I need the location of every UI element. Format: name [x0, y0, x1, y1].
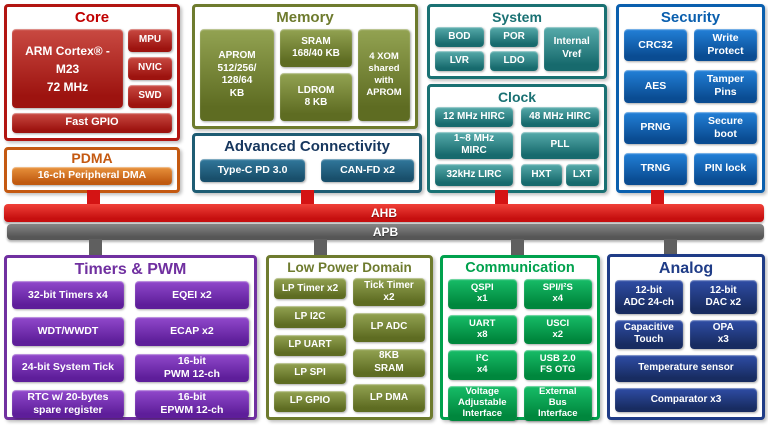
panel-communication: Communication QSPI x1 SPI/I²S x4 UART x8…	[440, 255, 600, 421]
clock-title: Clock	[497, 89, 537, 105]
lirc-box: 32kHz LIRC	[435, 163, 513, 186]
bus-connector-comm	[511, 239, 524, 257]
mpu-box: MPU	[128, 29, 172, 52]
pll-box: PLL	[521, 131, 599, 159]
security-title: Security	[660, 9, 721, 26]
crc32-box: CRC32	[624, 29, 687, 62]
panel-analog: Analog 12-bit ADC 24-ch 12-bit DAC x2 Ca…	[607, 254, 765, 420]
bus-connector-adv	[301, 190, 314, 205]
pdma-box: 16-ch Peripheral DMA	[12, 166, 172, 185]
bus-connector-lpd	[314, 239, 327, 257]
usb-otg-box: USB 2.0 FS OTG	[523, 350, 592, 380]
adc-box: 12-bit ADC 24-ch	[615, 280, 683, 315]
bus-connector-pdma	[87, 190, 100, 205]
core-title: Core	[74, 9, 110, 26]
mirc-box: 1~8 MHz MIRC	[435, 131, 513, 159]
panel-memory: Memory APROM 512/256/ 128/64 KB SRAM 168…	[192, 4, 418, 129]
rtc-box: RTC w/ 20-bytes spare register	[12, 389, 124, 419]
apb-bus: APB	[7, 224, 764, 240]
panel-system: System BOD POR Internal Vref LVR LDO	[427, 4, 607, 79]
panel-pdma: PDMA 16-ch Peripheral DMA	[4, 147, 180, 193]
bod-box: BOD	[435, 26, 484, 47]
hirc48-box: 48 MHz HIRC	[521, 106, 599, 127]
analog-title: Analog	[658, 260, 714, 277]
secure-boot-box: Secure boot	[694, 111, 757, 144]
lxt-box: LXT	[565, 163, 599, 186]
system-title: System	[492, 9, 542, 25]
cpu-box: ARM Cortex® - M23 72 MHz	[12, 29, 123, 108]
fast-gpio-box: Fast GPIO	[12, 113, 172, 133]
trng-box: TRNG	[624, 152, 687, 185]
usci-box: USCI x2	[523, 314, 592, 345]
bus-connector-clock	[495, 190, 508, 205]
panel-advanced-connectivity: Advanced Connectivity Type-C PD 3.0 CAN-…	[192, 133, 422, 193]
panel-low-power-domain: Low Power Domain LP Timer x2 LP I2C LP U…	[266, 255, 433, 420]
swd-box: SWD	[128, 85, 172, 108]
tamper-pins-box: Tamper Pins	[694, 70, 757, 103]
lp-uart-box: LP UART	[274, 334, 346, 356]
cap-touch-box: Capacitive Touch	[615, 320, 683, 349]
temp-sensor-box: Temperature sensor	[615, 354, 757, 382]
panel-timers-pwm: Timers & PWM 32-bit Timers x4 EQEI x2 WD…	[4, 255, 257, 420]
hxt-box: HXT	[521, 163, 562, 186]
bus-connector-analog	[664, 239, 677, 257]
communication-title: Communication	[465, 260, 575, 276]
lp-sram-box: 8KB SRAM	[353, 348, 425, 377]
dac-box: 12-bit DAC x2	[689, 280, 757, 315]
epwm-box: 16-bit EPWM 12-ch	[134, 389, 249, 419]
timers-pwm-title: Timers & PWM	[74, 261, 187, 278]
nvic-box: NVIC	[128, 57, 172, 80]
typec-pd-box: Type-C PD 3.0	[200, 159, 305, 182]
panel-clock: Clock 12 MHz HIRC 48 MHz HIRC 1~8 MHz MI…	[427, 84, 607, 193]
tick-timer-box: Tick Timer x2	[353, 278, 425, 307]
uart-box: UART x8	[448, 314, 517, 345]
aprom-box: APROM 512/256/ 128/64 KB	[200, 29, 274, 121]
advanced-connectivity-title: Advanced Connectivity	[224, 138, 390, 155]
panel-core: Core ARM Cortex® - M23 72 MHz MPU NVIC S…	[4, 4, 180, 141]
pwm-box: 16-bit PWM 12-ch	[134, 353, 249, 382]
lp-dma-box: LP DMA	[353, 383, 425, 412]
lp-spi-box: LP SPI	[274, 362, 346, 384]
low-power-domain-title: Low Power Domain	[287, 260, 412, 275]
lp-gpio-box: LP GPIO	[274, 390, 346, 412]
eqei-box: EQEI x2	[134, 281, 249, 310]
i2c-box: I²C x4	[448, 350, 517, 380]
pin-lock-box: PIN lock	[694, 152, 757, 185]
bus-connector-timers	[89, 239, 102, 257]
spi-i2s-box: SPI/I²S x4	[523, 279, 592, 309]
timers32-box: 32-bit Timers x4	[12, 281, 124, 310]
write-protect-box: Write Protect	[694, 29, 757, 62]
bus-connector-security	[651, 190, 664, 205]
ldrom-box: LDROM 8 KB	[280, 73, 352, 121]
por-box: POR	[489, 26, 539, 47]
prng-box: PRNG	[624, 111, 687, 144]
sram-box: SRAM 168/40 KB	[280, 29, 352, 67]
panel-security: Security CRC32 Write Protect AES Tamper …	[616, 4, 765, 193]
hirc12-box: 12 MHz HIRC	[435, 106, 513, 127]
voltage-adj-box: Voltage Adjustable Interface	[448, 385, 517, 421]
internal-vref-box: Internal Vref	[544, 26, 599, 71]
systick-box: 24-bit System Tick	[12, 353, 124, 382]
lp-adc-box: LP ADC	[353, 313, 425, 342]
ldo-box: LDO	[489, 50, 539, 71]
ahb-bus: AHB	[4, 204, 764, 222]
pdma-title: PDMA	[71, 150, 113, 166]
opa-box: OPA x3	[689, 320, 757, 349]
qspi-box: QSPI x1	[448, 279, 517, 309]
ext-bus-box: External Bus Interface	[523, 385, 592, 421]
lp-i2c-box: LP I2C	[274, 306, 346, 328]
memory-title: Memory	[276, 9, 334, 26]
lvr-box: LVR	[435, 50, 484, 71]
xom-box: 4 XOM shared with APROM	[358, 29, 410, 121]
ecap-box: ECAP x2	[134, 317, 249, 346]
comparator-box: Comparator x3	[615, 387, 757, 412]
wdt-box: WDT/WWDT	[12, 317, 124, 346]
lp-timer-box: LP Timer x2	[274, 278, 346, 300]
aes-box: AES	[624, 70, 687, 103]
can-fd-box: CAN-FD x2	[321, 159, 414, 182]
